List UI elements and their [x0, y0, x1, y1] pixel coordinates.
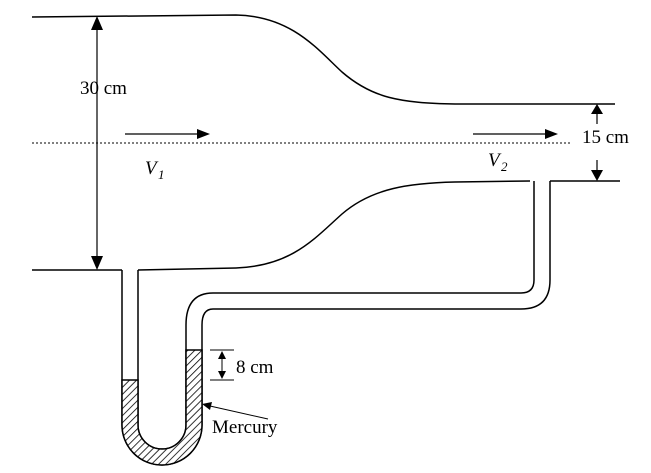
manometer-reading-dimension [210, 349, 234, 381]
diameter-1-dimension [91, 16, 103, 270]
diameter-2-label: 15 cm [582, 127, 629, 148]
diameter-2-dimension [591, 104, 603, 181]
velocity-2-subscript: 2 [501, 159, 508, 174]
velocity-1-subscript: 1 [158, 167, 165, 182]
flow-arrow-2 [473, 129, 558, 139]
velocity-1-label: V [145, 158, 159, 179]
velocity-2-label: V [488, 150, 502, 171]
mercury-label: Mercury [212, 417, 278, 438]
mercury-leader [202, 402, 269, 420]
flow-arrow-1 [125, 129, 210, 139]
pipe-bottom-wall-right [137, 180, 531, 271]
pipe-top-wall [31, 14, 615, 105]
diameter-1-label: 30 cm [80, 78, 127, 99]
mercury-fill [121, 349, 203, 466]
manometer-reading-label: 8 cm [236, 357, 274, 378]
